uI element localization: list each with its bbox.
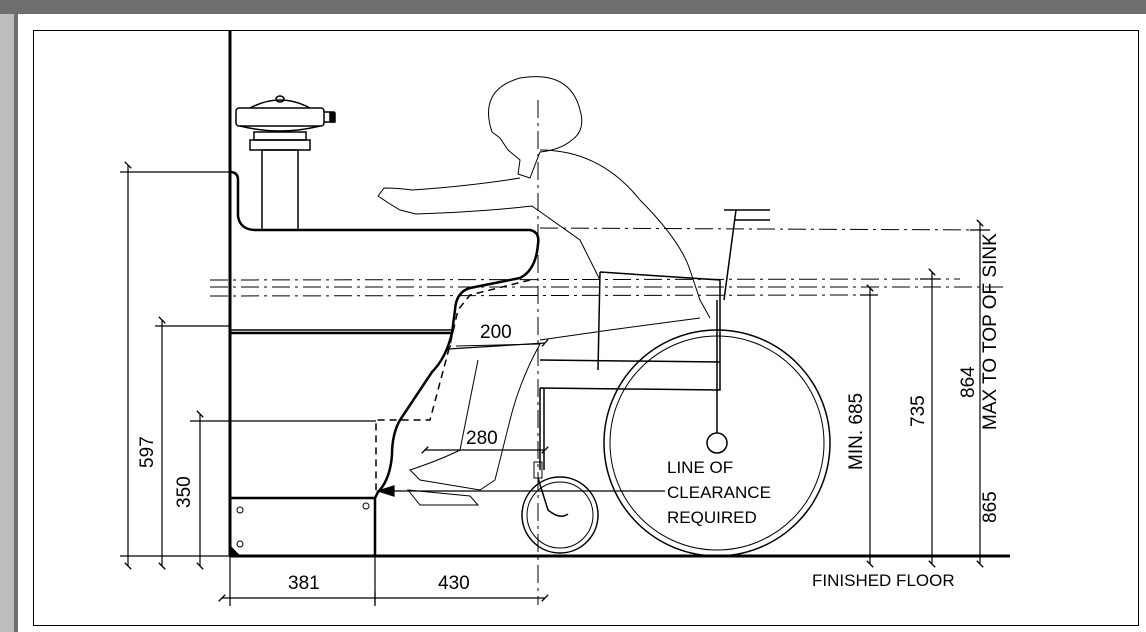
faucet [235, 95, 336, 231]
clearance-arrow [375, 485, 665, 497]
lower-leg [409, 343, 541, 491]
sink-bowl-profile [229, 170, 540, 335]
chair-frame [539, 209, 770, 470]
clearance-label-line-2: CLEARANCE [667, 483, 771, 502]
left-dimensions [120, 161, 376, 570]
interior-dimensions [421, 339, 549, 454]
foot [406, 489, 480, 506]
clearance-label-line-1: LINE OF [667, 458, 733, 477]
reference-lines [209, 100, 1005, 605]
drawing-frame [33, 30, 1139, 626]
dimension-381: 381 [288, 573, 320, 594]
person-in-wheelchair [377, 76, 831, 557]
dimension-min-685: MIN. 685 [846, 393, 867, 470]
head [488, 76, 583, 179]
arm [377, 177, 601, 281]
dimension-280: 280 [466, 428, 498, 449]
sink [229, 170, 540, 499]
right-dimensions [860, 219, 990, 568]
clearance-label-line-3: REQUIRED [667, 508, 757, 527]
sink-underside [373, 332, 454, 499]
base-cabinet [230, 496, 377, 556]
floor-and-wall [228, 30, 1010, 558]
dimension-200: 200 [480, 322, 512, 343]
bottom-dimensions [218, 500, 549, 606]
dimension-865: 865 [980, 491, 1001, 523]
dimension-864: 864 [958, 366, 979, 398]
finished-floor-label: FINISHED FLOOR [812, 571, 955, 590]
dimension-430: 430 [438, 573, 470, 594]
small-wheel [521, 476, 599, 554]
dimension-597: 597 [137, 436, 158, 468]
window-top-bar [0, 0, 1146, 14]
thigh [539, 317, 701, 341]
dimension-735: 735 [908, 395, 929, 427]
torso [539, 149, 711, 319]
dimension-350: 350 [174, 476, 195, 508]
dimension-max-to-top-of-sink: MAX TO TOP OF SINK [980, 233, 1001, 430]
knee-clearance-outline [375, 279, 531, 490]
left-side-panel [0, 14, 16, 632]
